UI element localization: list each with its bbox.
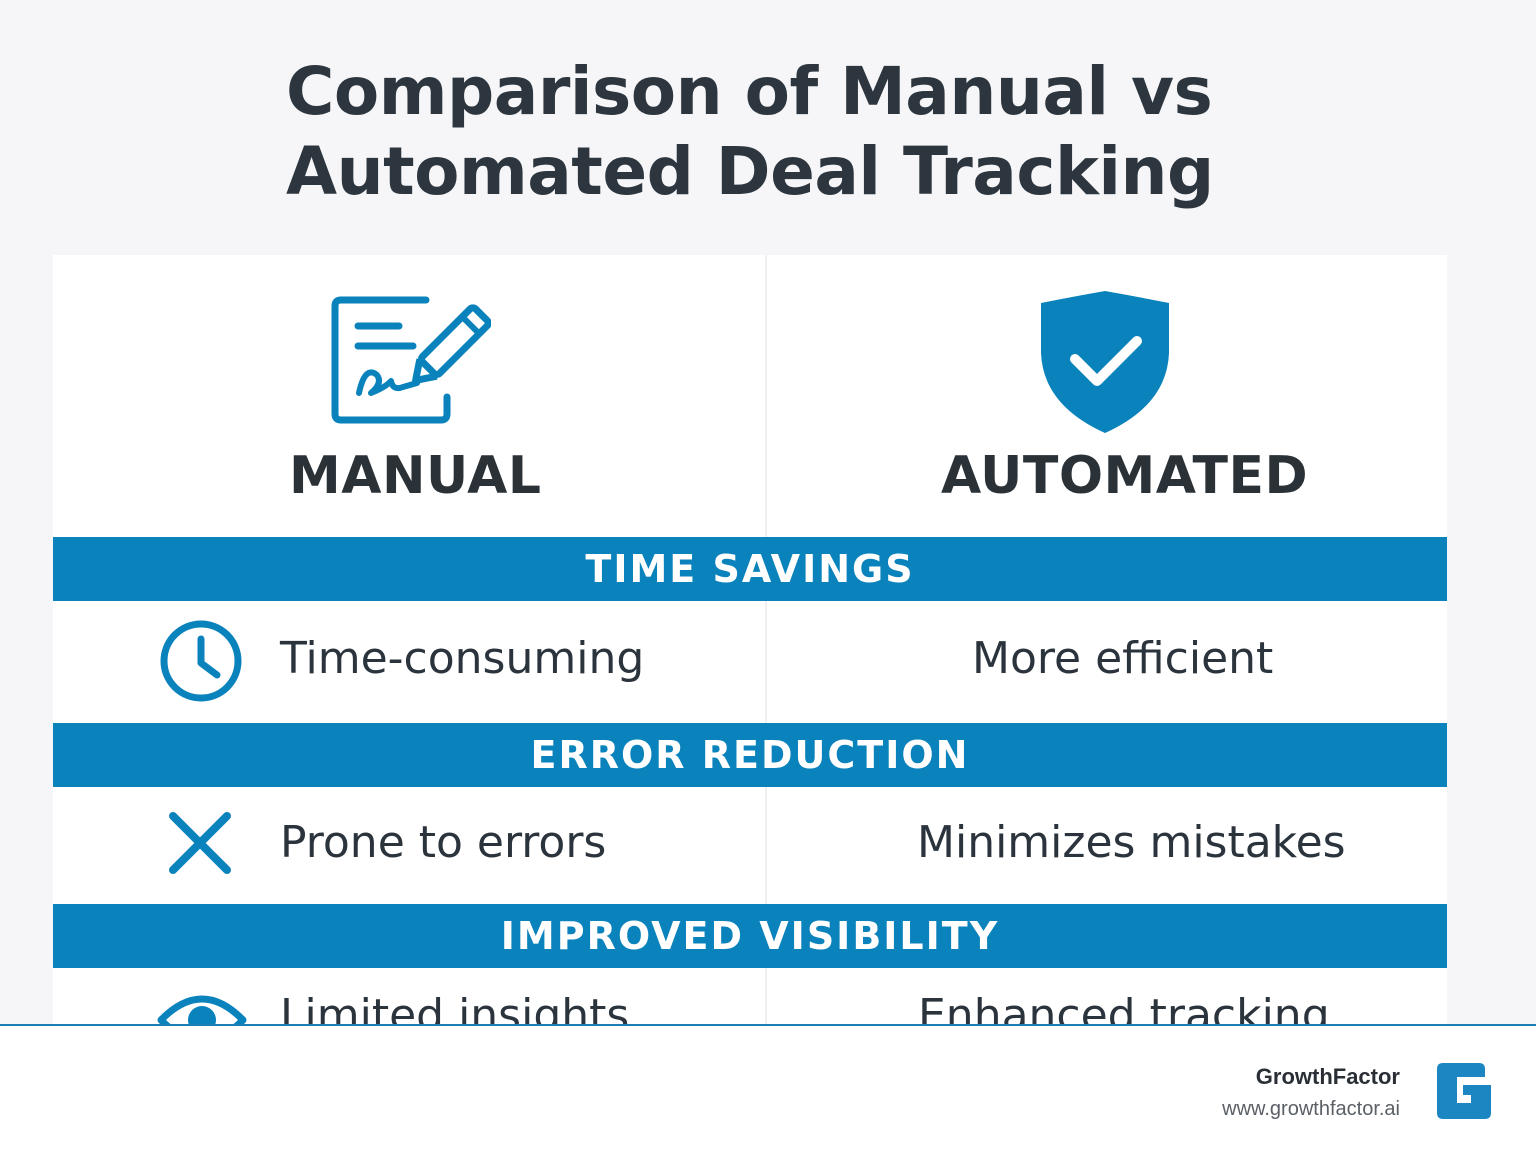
- page-title-line-1: Comparison of Manual vs: [286, 53, 1213, 130]
- eye-icon: [157, 995, 247, 1025]
- clock-icon: [160, 620, 242, 702]
- footer-brand-url[interactable]: www.growthfactor.ai: [1222, 1098, 1400, 1120]
- section-header-error-reduction: ERROR REDUCTION: [53, 723, 1447, 787]
- column-divider: [765, 255, 767, 1025]
- improved-visibility-automated: Enhanced tracking: [918, 990, 1330, 1025]
- section-header-time-savings: TIME SAVINGS: [53, 537, 1447, 601]
- footer-brand-name: GrowthFactor: [1255, 1064, 1400, 1089]
- time-savings-automated: More efficient: [972, 633, 1274, 684]
- growthfactor-logo-icon: [1437, 1063, 1491, 1119]
- manual-column-header: MANUAL: [289, 446, 542, 506]
- error-reduction-manual: Prone to errors: [280, 817, 607, 868]
- footer-divider: [0, 1024, 1536, 1026]
- automated-column-header: AUTOMATED: [941, 446, 1309, 506]
- comparison-table: MANUAL AUTOMATED TIME SAVINGS Time-consu…: [53, 255, 1447, 1025]
- footer: [0, 1026, 1536, 1154]
- x-mark-icon: [169, 812, 231, 874]
- document-signature-icon: [331, 296, 491, 424]
- shield-check-icon: [1041, 291, 1169, 433]
- page-title: Comparison of Manual vs Automated Deal T…: [286, 52, 1286, 212]
- error-reduction-automated: Minimizes mistakes: [917, 817, 1346, 868]
- improved-visibility-manual: Limited insights: [280, 990, 630, 1025]
- section-header-improved-visibility: IMPROVED VISIBILITY: [53, 904, 1447, 968]
- time-savings-manual: Time-consuming: [280, 633, 645, 684]
- page-title-line-2: Automated Deal Tracking: [286, 133, 1214, 210]
